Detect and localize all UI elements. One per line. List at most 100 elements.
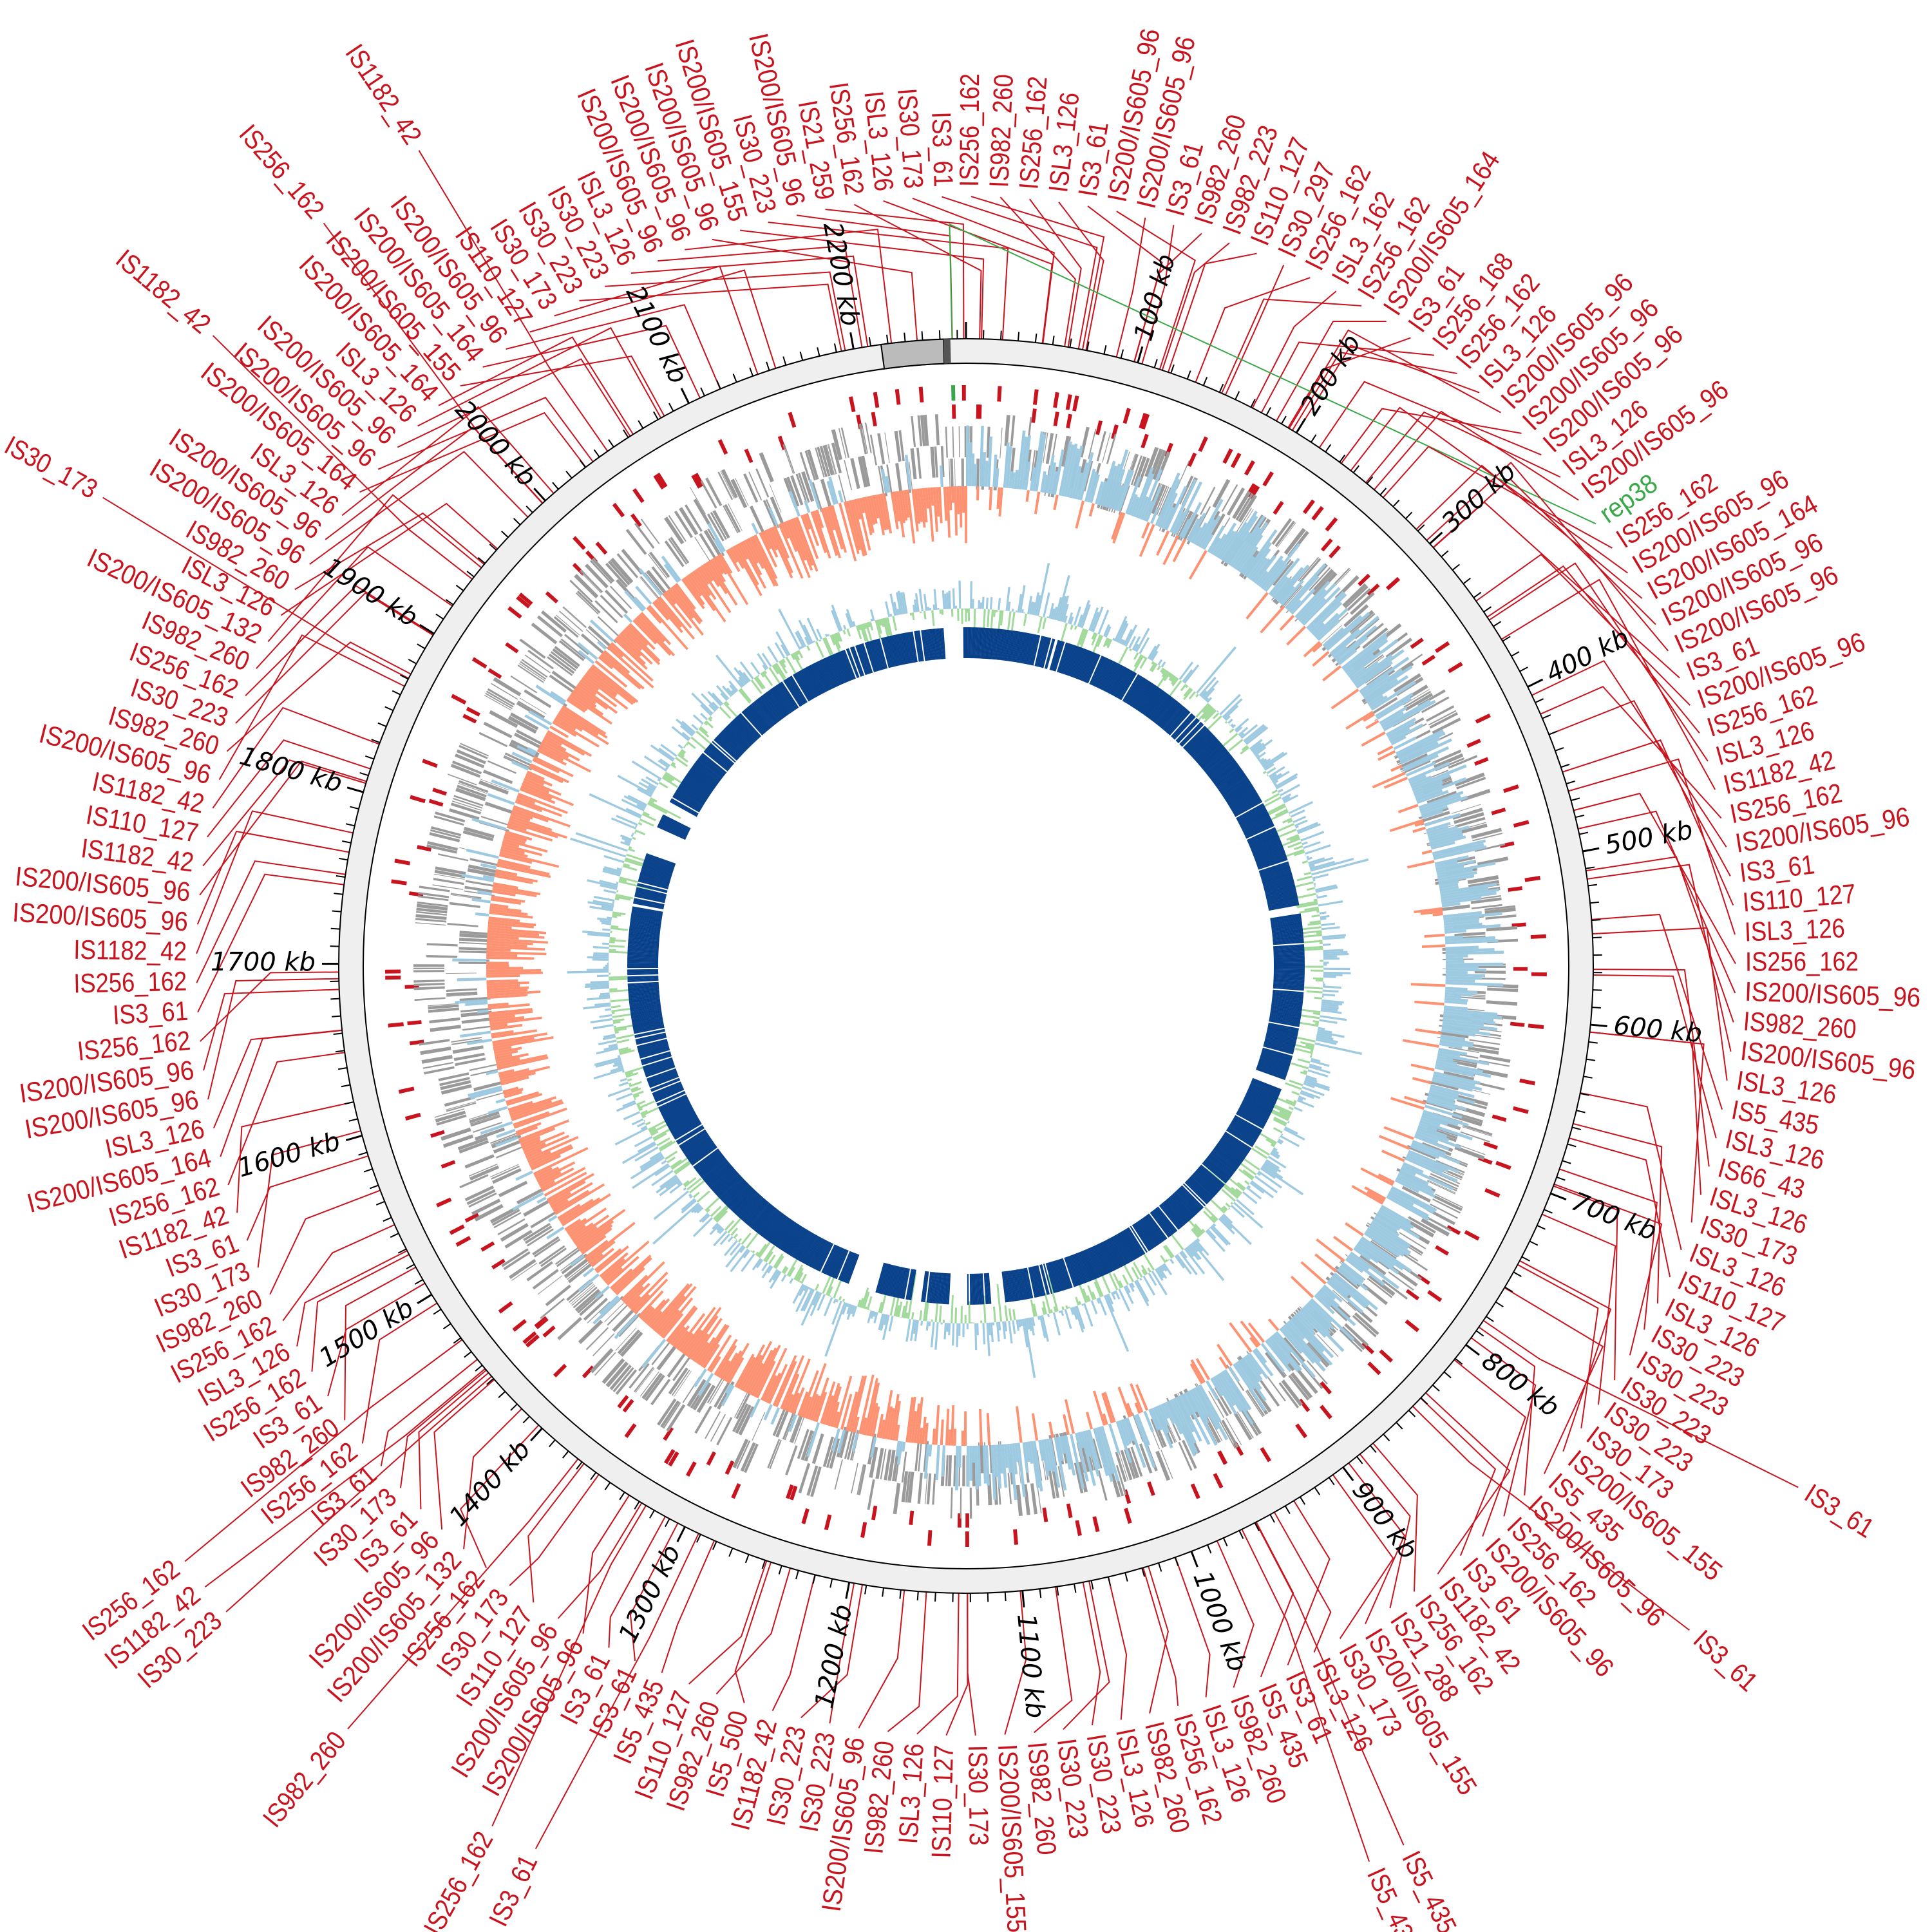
gene-feature [518, 663, 545, 681]
gc-content-bin [1190, 1243, 1198, 1253]
gc-skew-bin [1077, 462, 1088, 500]
gc-content-bin [1104, 626, 1112, 638]
region-block [1222, 1135, 1249, 1153]
gc-skew-bin [1016, 1406, 1023, 1443]
region-block [967, 627, 969, 659]
gc-content-bin [673, 1158, 694, 1173]
gc-skew-bin [921, 1416, 927, 1444]
region-block [1092, 656, 1106, 686]
gc-content-bin [1042, 617, 1047, 630]
region-block [643, 1058, 673, 1070]
gc-content-bin [1224, 721, 1228, 724]
gc-skew-bin [845, 1391, 858, 1432]
gc-content-bin [652, 1127, 672, 1140]
region-block [632, 902, 664, 909]
gene-feature [940, 446, 945, 477]
gc-content-bin [1323, 976, 1336, 978]
label-connector [196, 860, 368, 983]
region-block [672, 1119, 700, 1137]
gc-content-bin [1271, 773, 1282, 781]
region-block [629, 925, 661, 931]
gene-feature [650, 1378, 671, 1406]
gc-skew-bin [820, 1381, 836, 1424]
gc-content-bin [614, 1127, 649, 1146]
minor-tick [1141, 1567, 1146, 1577]
minor-tick [453, 1337, 462, 1344]
gene-feature [1282, 585, 1303, 610]
region-block [676, 1126, 704, 1144]
gene-feature [1274, 520, 1296, 547]
gene-feature [786, 477, 800, 507]
gene-feature [509, 742, 538, 759]
gc-skew-bin [974, 1445, 979, 1490]
gc-skew-bin [1359, 1238, 1404, 1271]
region-block [627, 943, 659, 948]
gc-content-bin [636, 1100, 646, 1106]
gene-feature [784, 444, 795, 474]
region-block [1242, 1101, 1271, 1117]
gc-skew-bin [1376, 697, 1412, 720]
gc-skew-bin [533, 756, 574, 777]
region-block [1181, 1185, 1204, 1209]
label-connector [1141, 1545, 1169, 1714]
region-block [1233, 1117, 1262, 1134]
region-block [1146, 692, 1167, 718]
gc-content-bin [1163, 672, 1171, 681]
gc-content-bin [1271, 1150, 1281, 1158]
gc-content-bin [726, 687, 734, 696]
gc-skew-bin [1441, 888, 1499, 900]
region-block [983, 1273, 987, 1305]
region-block [1224, 1132, 1251, 1151]
gc-content-bin [1141, 1250, 1155, 1271]
label-connector [1461, 1314, 1536, 1496]
gene-feature [1278, 1382, 1300, 1408]
region-block [1078, 1252, 1092, 1282]
is-element-mark [432, 788, 447, 796]
minor-tick [342, 840, 352, 844]
gc-content-bin [1273, 1147, 1278, 1151]
gene-feature [909, 461, 913, 493]
gene-feature [451, 802, 482, 815]
gc-skew-bin [843, 501, 860, 554]
gc-skew-bin [649, 1283, 690, 1329]
region-block [627, 952, 659, 956]
is-element-mark [1066, 1503, 1073, 1519]
gc-skew-bin [1435, 1061, 1483, 1074]
region-block [830, 1247, 844, 1277]
gene-feature [1007, 1473, 1012, 1504]
gc-skew-bin [493, 882, 518, 889]
gc-content-bin [1299, 908, 1320, 914]
gc-skew-bin [1379, 706, 1407, 724]
region-block [645, 854, 676, 866]
gene-feature [498, 1180, 528, 1198]
gc-skew-bin [1179, 518, 1191, 538]
is-element-mark [622, 1399, 634, 1413]
gc-content-bin [612, 1018, 625, 1023]
gc-skew-bin [1441, 1029, 1475, 1037]
region-block [1271, 1005, 1302, 1010]
region-block [1228, 788, 1256, 806]
gene-feature [450, 894, 482, 900]
region-block [1272, 996, 1303, 1001]
label-connector [197, 873, 366, 1013]
label-connector [1334, 1445, 1405, 1624]
gc-content-bin [634, 831, 637, 834]
gene-feature [426, 954, 458, 958]
gc-skew-bin [1397, 804, 1419, 813]
gene-feature [918, 1440, 923, 1472]
is-element-mark [1262, 471, 1274, 487]
gc-content-bin [1274, 773, 1298, 788]
gc-skew-bin [837, 490, 844, 503]
label-connector [1404, 1382, 1497, 1557]
region-block [1139, 1219, 1159, 1246]
gc-content-bin [951, 609, 954, 617]
gene-feature [705, 477, 723, 506]
region-block [1106, 665, 1122, 693]
gc-skew-bin [730, 546, 744, 569]
minor-tick [934, 1592, 936, 1602]
gc-skew-bin [1245, 1354, 1262, 1376]
gene-feature [755, 468, 770, 498]
region-block [1264, 1039, 1296, 1048]
gc-content-bin [630, 1086, 639, 1092]
gc-content-bin [1094, 1282, 1102, 1298]
